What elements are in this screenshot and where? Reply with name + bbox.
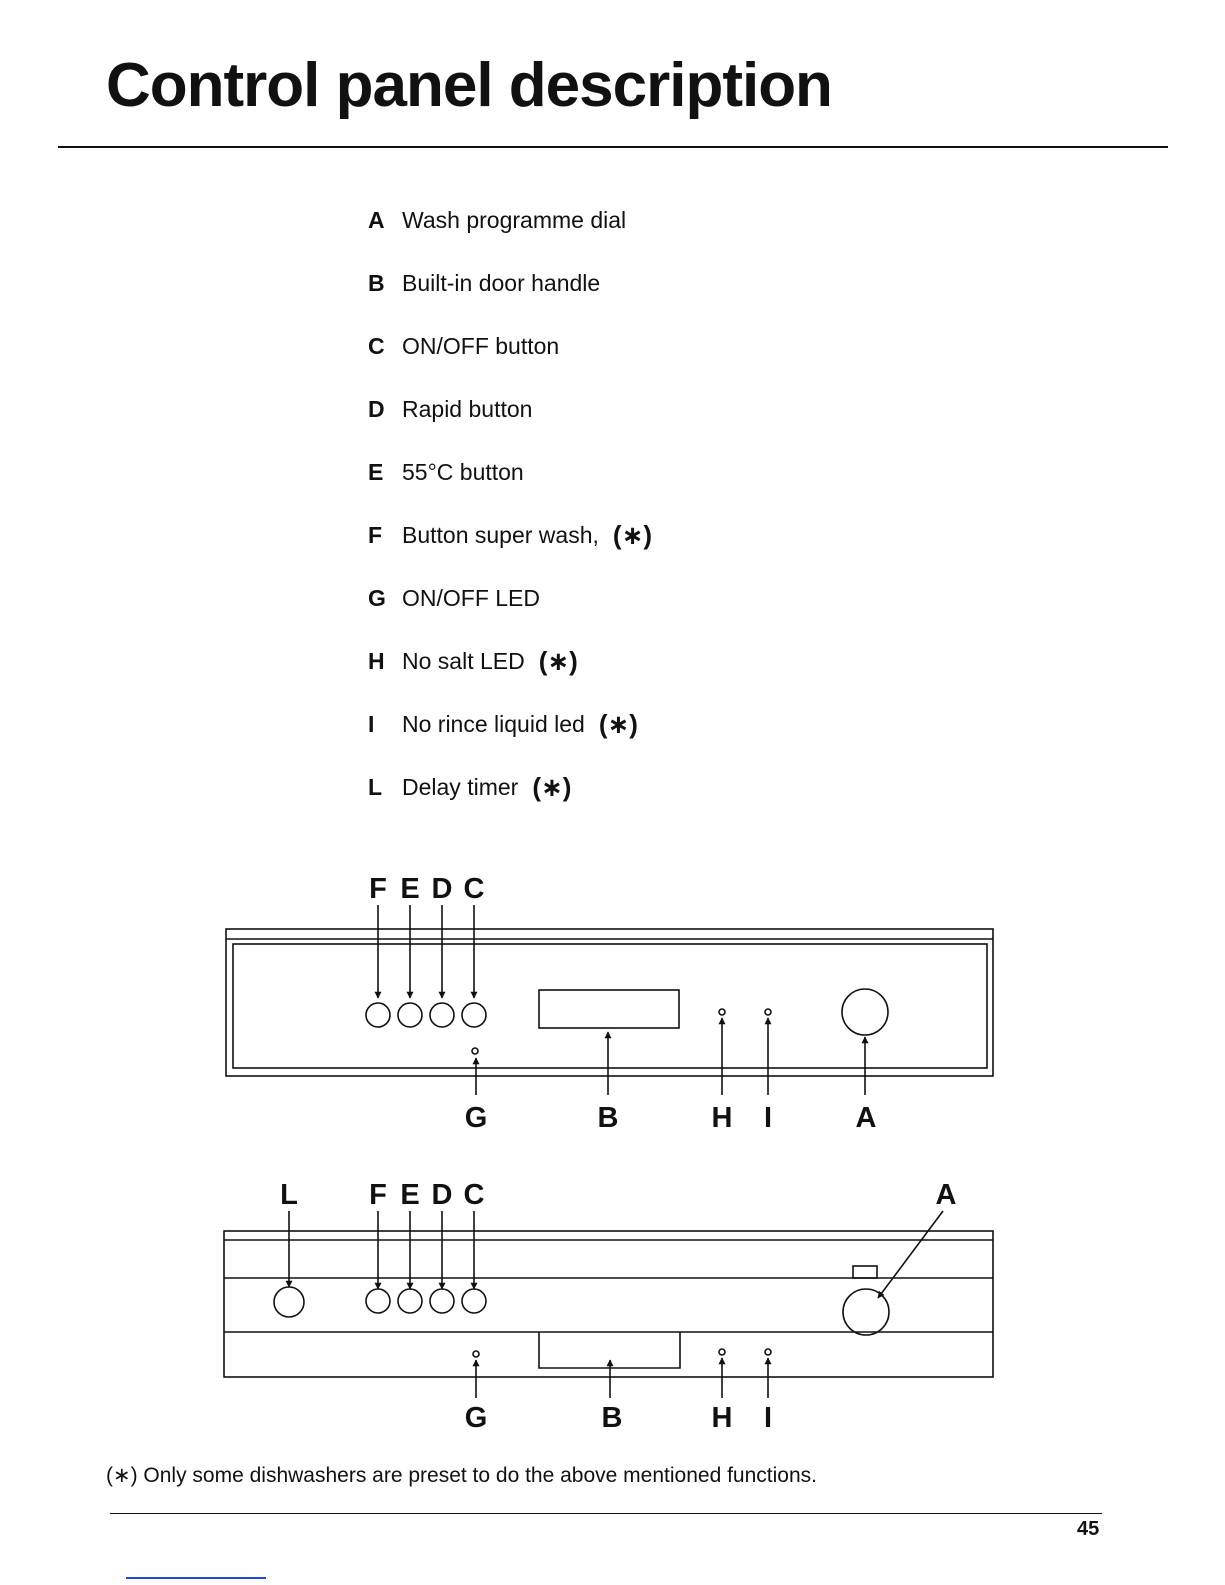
- led-no-salt: [718, 1348, 726, 1356]
- legend-item-e: E 55°C button: [368, 452, 968, 515]
- panel-diagram-1-labels: F E D C G B H I A: [369, 873, 876, 1134]
- legend-key: G: [368, 585, 386, 611]
- legend-text: Button super wash,: [402, 522, 599, 548]
- callout-label: B: [598, 1102, 619, 1134]
- panel-diagram-2: [223, 1210, 994, 1398]
- page-number: 45: [1077, 1518, 1100, 1540]
- wash-programme-dial: [842, 1288, 890, 1336]
- legend-item-c: C ON/OFF button: [368, 326, 968, 389]
- legend-key: L: [368, 774, 383, 800]
- legend-item-d: D Rapid button: [368, 389, 968, 452]
- callout-label: D: [432, 1179, 453, 1211]
- legend-item-i: I No rince liquid led (∗): [368, 704, 968, 767]
- legend-text: Built-in door handle: [402, 270, 601, 296]
- legend-item-l: L Delay timer (∗): [368, 767, 968, 830]
- legend-item-f: F Button super wash, (∗): [368, 515, 968, 578]
- legend-text: ON/OFF LED: [402, 585, 541, 611]
- panel-outline: [225, 928, 994, 1077]
- legend-text: 55°C button: [402, 459, 524, 485]
- callout-label: F: [369, 873, 387, 905]
- callout-label: E: [400, 873, 419, 905]
- callout-label: A: [856, 1102, 877, 1134]
- legend-key: C: [368, 333, 385, 359]
- led-no-rinse: [764, 1008, 772, 1016]
- panel-diagram-2-labels: L F E D C A G B H I: [280, 1179, 956, 1434]
- wash-programme-dial: [841, 988, 889, 1036]
- legend-text: Wash programme dial: [402, 207, 627, 233]
- legend-item-b: B Built-in door handle: [368, 263, 968, 326]
- panel-inner-outline: [232, 943, 988, 1069]
- button-super-wash: [365, 1288, 391, 1314]
- callout-label: L: [280, 1179, 298, 1211]
- callout-label: I: [764, 1102, 772, 1134]
- legend-key: A: [368, 207, 385, 233]
- title-rule: [58, 146, 1168, 148]
- delay-timer-knob: [273, 1286, 305, 1318]
- legend-text: ON/OFF button: [402, 333, 560, 359]
- button-rapid: [429, 1002, 455, 1028]
- optional-feature-note: (∗): [598, 709, 638, 739]
- door-handle: [538, 989, 680, 1029]
- callout-label: F: [369, 1179, 387, 1211]
- callout-label: I: [764, 1402, 772, 1434]
- button-55c: [397, 1002, 423, 1028]
- legend-key: D: [368, 396, 385, 422]
- callout-label: C: [464, 873, 485, 905]
- legend-key: F: [368, 522, 383, 548]
- legend-text: No salt LED: [402, 648, 525, 674]
- optional-feature-note: (∗): [612, 520, 653, 550]
- callout-label: H: [712, 1102, 733, 1134]
- callout-label: G: [465, 1402, 488, 1434]
- scan-margin-mark: [126, 1577, 266, 1579]
- dial-indicator-tab: [852, 1265, 878, 1279]
- legend-item-g: G ON/OFF LED: [368, 578, 968, 641]
- led-on-off: [472, 1350, 480, 1358]
- callout-label: E: [400, 1179, 419, 1211]
- panel-outline: [223, 1230, 994, 1378]
- callout-label: G: [465, 1102, 488, 1134]
- button-on-off: [461, 1002, 487, 1028]
- legend-item-a: A Wash programme dial: [368, 200, 968, 263]
- footer-rule: [110, 1513, 1102, 1514]
- legend-text: Rapid button: [402, 396, 533, 422]
- led-on-off: [471, 1047, 479, 1055]
- legend-key: E: [368, 459, 384, 485]
- legend-key: B: [368, 270, 385, 296]
- legend-item-h: H No salt LED (∗): [368, 641, 968, 704]
- callout-label: D: [432, 873, 453, 905]
- callout-label: A: [936, 1179, 957, 1211]
- optional-feature-note: (∗): [538, 646, 578, 676]
- footnote: (∗) Only some dishwashers are preset to …: [106, 1464, 817, 1487]
- callout-label: H: [712, 1402, 733, 1434]
- led-no-rinse: [764, 1348, 772, 1356]
- legend-text: No rince liquid led: [402, 711, 585, 737]
- button-on-off: [461, 1288, 487, 1314]
- button-55c: [397, 1288, 423, 1314]
- optional-feature-note: (∗): [532, 772, 572, 802]
- callout-label: C: [464, 1179, 485, 1211]
- panel-diagram-1: [225, 905, 994, 1095]
- led-no-salt: [718, 1008, 726, 1016]
- component-legend: A Wash programme dial B Built-in door ha…: [368, 200, 968, 830]
- legend-key: H: [368, 648, 385, 674]
- callout-label: B: [602, 1402, 623, 1434]
- button-rapid: [429, 1288, 455, 1314]
- page-title: Control panel description: [106, 51, 833, 120]
- legend-text: Delay timer: [402, 774, 519, 800]
- legend-key: I: [368, 711, 375, 737]
- pointer-arrow: [877, 1210, 944, 1299]
- button-super-wash: [365, 1002, 391, 1028]
